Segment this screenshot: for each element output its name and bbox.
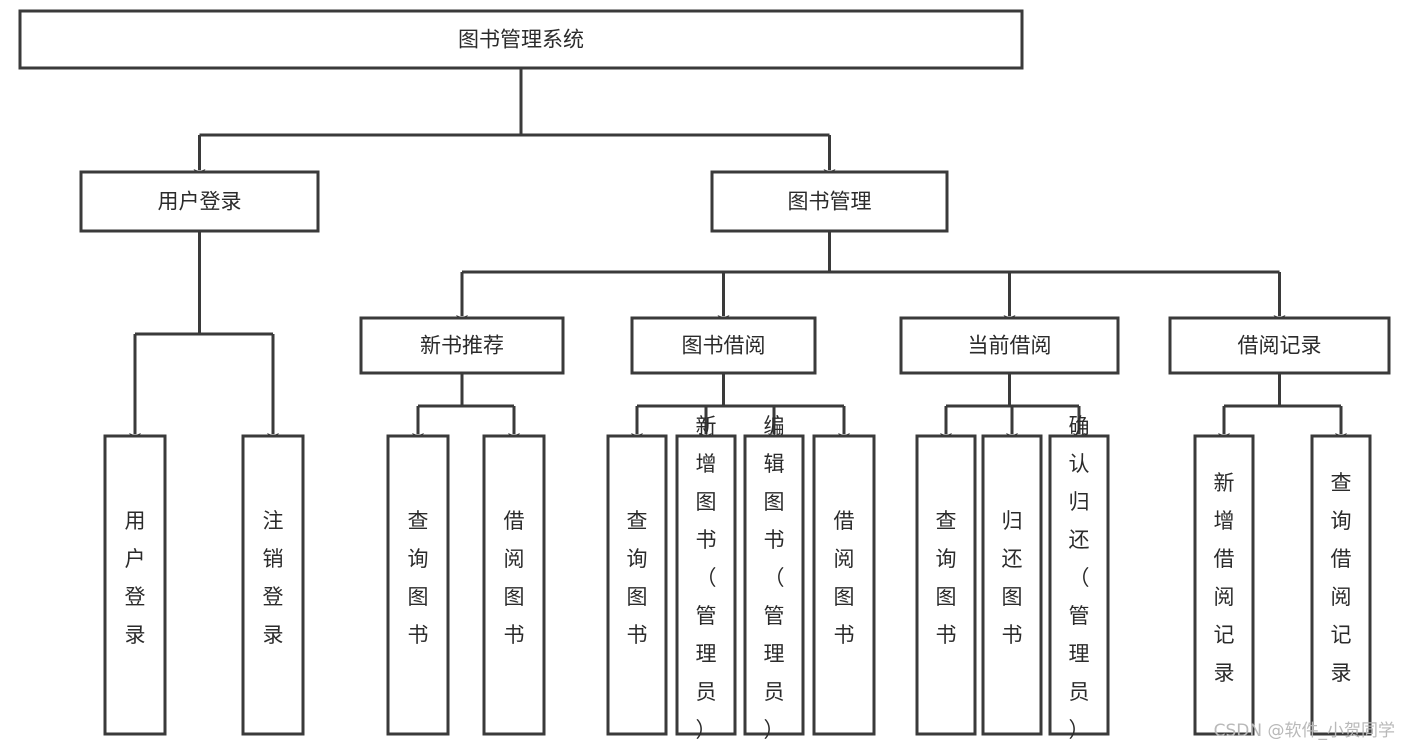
node-label: 当前借阅 bbox=[968, 334, 1052, 358]
node-box bbox=[710, 170, 949, 233]
node-label: 借阅图书 bbox=[504, 509, 525, 647]
node-leaf[interactable]: 编辑图书（管理员） bbox=[743, 414, 805, 742]
node-box bbox=[630, 316, 817, 375]
node-label: 新书推荐 bbox=[420, 334, 504, 358]
node-box bbox=[241, 434, 305, 736]
watermark: CSDN @软件_小贺同学 bbox=[1213, 721, 1395, 741]
node-box bbox=[675, 434, 737, 736]
edge-group-l2-1 bbox=[631, 373, 850, 443]
node-label: 确认归还（管理员） bbox=[1069, 414, 1090, 742]
edge-group-l2-0 bbox=[412, 373, 520, 443]
node-box bbox=[359, 316, 565, 375]
node-label: 查询借阅记录 bbox=[1331, 471, 1352, 685]
edge-layer bbox=[129, 68, 1347, 443]
node-label: 图书管理系统 bbox=[458, 28, 584, 52]
node-label: 新增图书（管理员） bbox=[696, 414, 717, 742]
node-layer: 图书管理系统用户登录图书管理新书推荐图书借阅当前借阅借阅记录用户登录注销登录查询… bbox=[18, 9, 1391, 742]
node-box bbox=[1048, 434, 1110, 736]
node-leaf[interactable]: 归还图书 bbox=[981, 434, 1043, 736]
node-label: 查询图书 bbox=[627, 509, 648, 647]
node-level2[interactable]: 新书推荐 bbox=[359, 316, 565, 375]
node-box bbox=[386, 434, 450, 736]
node-leaf[interactable]: 查询图书 bbox=[386, 434, 450, 736]
node-leaf[interactable]: 新增借阅记录 bbox=[1193, 434, 1255, 736]
node-root[interactable]: 图书管理系统 bbox=[18, 9, 1024, 70]
node-level1[interactable]: 用户登录 bbox=[79, 170, 320, 233]
node-leaf[interactable]: 注销登录 bbox=[241, 434, 305, 736]
node-box bbox=[743, 434, 805, 736]
node-leaf[interactable]: 查询图书 bbox=[606, 434, 668, 736]
node-label: 借阅记录 bbox=[1238, 334, 1322, 358]
edge-group-l1-1 bbox=[456, 231, 1286, 325]
node-box bbox=[915, 434, 977, 736]
edge-group-root bbox=[193, 68, 836, 179]
edge-group-l2-3 bbox=[1218, 373, 1347, 443]
node-label: 图书借阅 bbox=[682, 334, 766, 358]
node-label: 图书管理 bbox=[788, 190, 872, 214]
node-level2[interactable]: 图书借阅 bbox=[630, 316, 817, 375]
node-box bbox=[981, 434, 1043, 736]
node-box bbox=[812, 434, 876, 736]
node-box bbox=[103, 434, 167, 736]
node-label: 用户登录 bbox=[158, 190, 242, 214]
node-box bbox=[606, 434, 668, 736]
node-level2[interactable]: 借阅记录 bbox=[1168, 316, 1391, 375]
node-leaf[interactable]: 查询图书 bbox=[915, 434, 977, 736]
node-leaf[interactable]: 确认归还（管理员） bbox=[1048, 414, 1110, 742]
node-label: 查询图书 bbox=[408, 509, 429, 647]
node-leaf[interactable]: 查询借阅记录 bbox=[1310, 434, 1372, 736]
node-box bbox=[1168, 316, 1391, 375]
node-leaf[interactable]: 用户登录 bbox=[103, 434, 167, 736]
node-leaf[interactable]: 借阅图书 bbox=[482, 434, 546, 736]
node-label: 借阅图书 bbox=[834, 509, 855, 647]
node-label: 新增借阅记录 bbox=[1214, 471, 1235, 685]
node-level2[interactable]: 当前借阅 bbox=[899, 316, 1120, 375]
node-label: 归还图书 bbox=[1002, 509, 1023, 647]
node-leaf[interactable]: 借阅图书 bbox=[812, 434, 876, 736]
node-box bbox=[899, 316, 1120, 375]
node-label: 注销登录 bbox=[263, 509, 284, 647]
edge-group-l2-2 bbox=[940, 373, 1085, 443]
node-box bbox=[482, 434, 546, 736]
edge-group-l1-0 bbox=[129, 231, 279, 443]
node-label: 用户登录 bbox=[125, 509, 146, 647]
node-leaf[interactable]: 新增图书（管理员） bbox=[675, 414, 737, 742]
node-label: 查询图书 bbox=[936, 509, 957, 647]
node-level1[interactable]: 图书管理 bbox=[710, 170, 949, 233]
node-label: 编辑图书（管理员） bbox=[764, 414, 785, 742]
node-box bbox=[1310, 434, 1372, 736]
node-box bbox=[18, 9, 1024, 70]
node-box bbox=[79, 170, 320, 233]
node-box bbox=[1193, 434, 1255, 736]
